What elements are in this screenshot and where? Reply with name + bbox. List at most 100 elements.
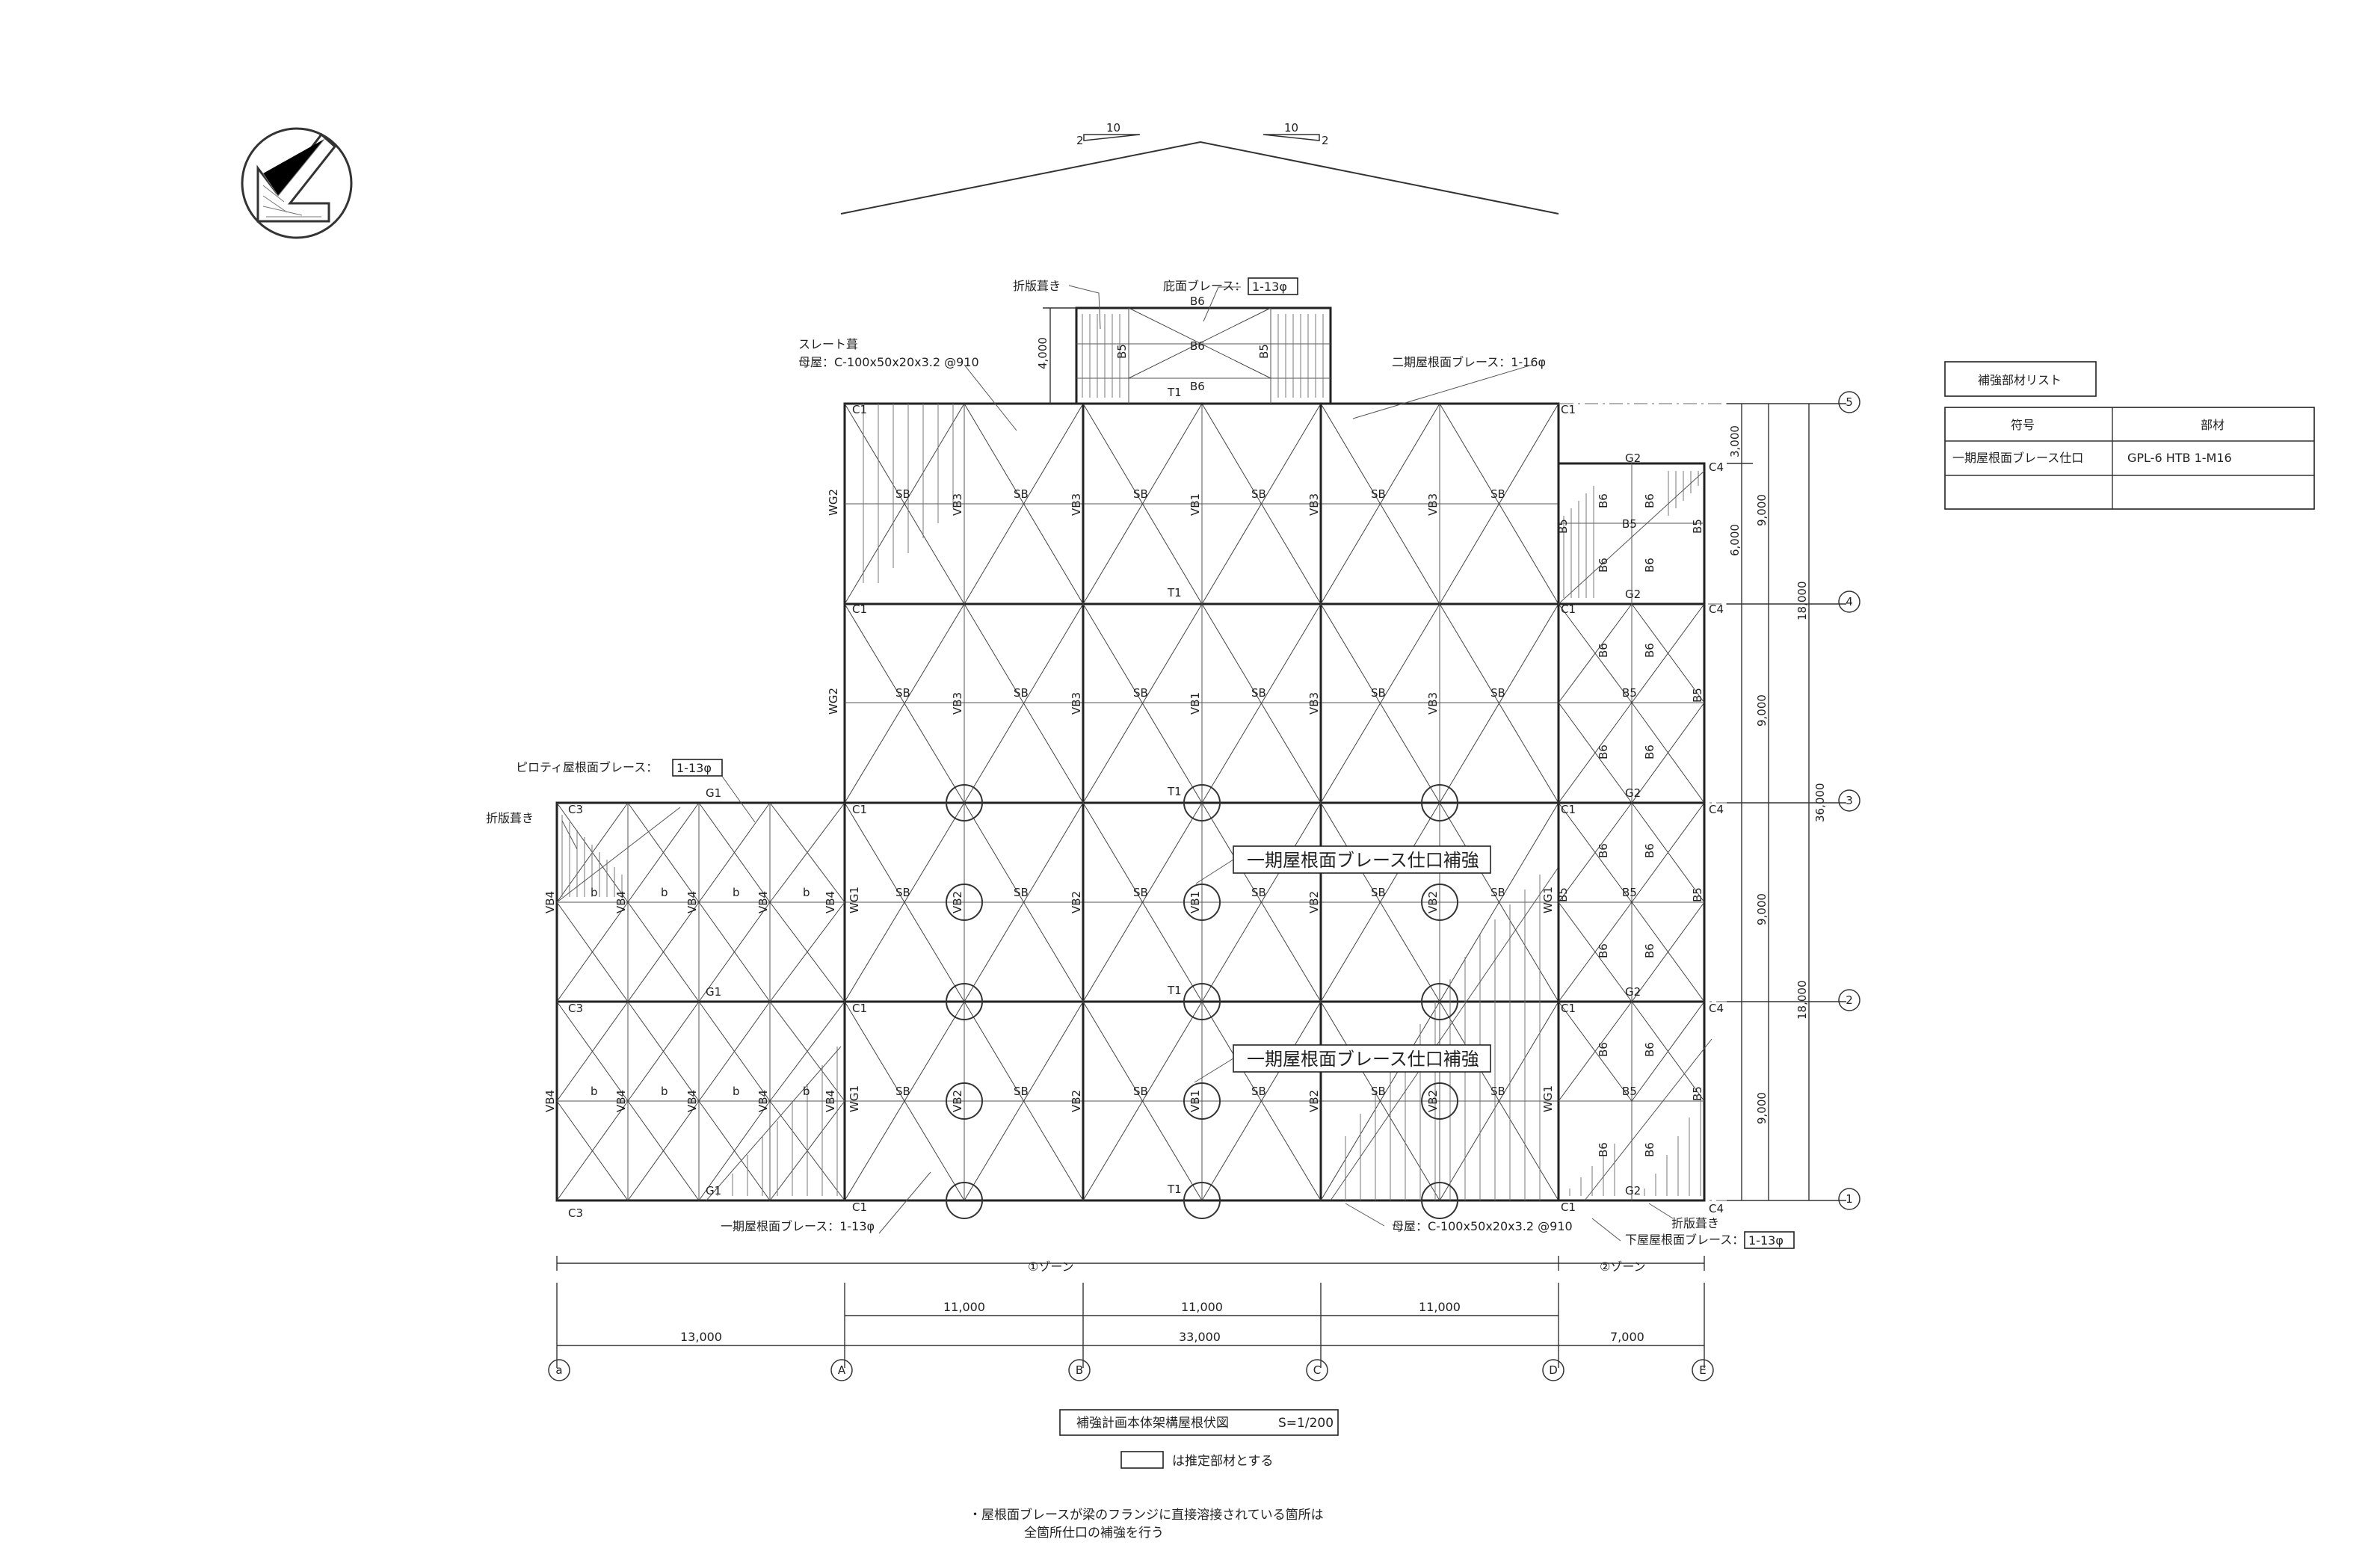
member-t1: T1	[1167, 984, 1182, 997]
member-wg1: WG1	[1541, 887, 1555, 913]
member-vb2: VB2	[951, 1090, 964, 1112]
member-vb4: VB4	[685, 891, 699, 913]
member-sb: SB	[1490, 487, 1505, 501]
axis-C: C	[1313, 1363, 1321, 1377]
callout-purlin-top: 母屋：C-100x50x20x3.2 @910	[798, 355, 979, 369]
drawing-title: 補強計画本体架構屋根伏図	[1076, 1416, 1229, 1431]
member-wg2: WG2	[827, 489, 840, 516]
dim-b-4: 13,000	[680, 1330, 722, 1344]
member-b: b	[733, 1085, 740, 1098]
axis-a: a	[555, 1363, 562, 1377]
member-vb3: VB3	[1426, 692, 1440, 715]
roof-braces	[844, 403, 1559, 1201]
member-b6: B6	[1643, 1042, 1656, 1057]
callout-folded-roof-left: 折版葺き	[486, 811, 534, 825]
member-wg2: WG2	[827, 688, 840, 715]
reinforcement-circles	[946, 784, 1458, 1219]
member-sb: SB	[1371, 1085, 1386, 1098]
callout-purlin-bottom: 母屋：C-100x50x20x3.2 @910	[1392, 1219, 1573, 1233]
axis-bubbles-y	[1838, 391, 1860, 1210]
dim-b-6: 7,000	[1610, 1330, 1644, 1344]
member-b5: B5	[1691, 519, 1704, 534]
slope-right-rise: 2	[1322, 134, 1329, 147]
member-sb: SB	[895, 1085, 910, 1098]
table-header-member: 部材	[2201, 418, 2225, 432]
member-b: b	[661, 886, 668, 899]
member-b6: B6	[1597, 843, 1610, 858]
piloti-frame	[555, 801, 846, 1202]
callout-slate: スレート葺	[798, 337, 858, 351]
member-b6: B6	[1597, 1142, 1610, 1157]
member-b5: B5	[1691, 688, 1704, 703]
member-b6: B6	[1643, 744, 1656, 759]
member-vb3: VB3	[1070, 493, 1083, 516]
member-b6: B6	[1643, 643, 1656, 658]
member-b5: B5	[1691, 887, 1704, 902]
dim-r-7: 18,000	[1795, 582, 1809, 621]
member-c1: C1	[1561, 1002, 1576, 1015]
legend-note: は推定部材とする	[1172, 1454, 1274, 1469]
member-t1: T1	[1167, 785, 1182, 798]
callout-eave-brace-size: 1-13φ	[1252, 280, 1287, 294]
member-b6: B6	[1597, 744, 1610, 759]
callout-reinforce-1: 一期屋根面ブレース仕口補強	[1247, 850, 1479, 871]
member-sb: SB	[1251, 487, 1266, 501]
callout-eave-brace: 庇面ブレース：	[1163, 279, 1246, 293]
member-b: b	[661, 1085, 668, 1098]
member-c1: C1	[852, 403, 867, 416]
axis-4: 4	[1846, 595, 1853, 608]
member-b6: B6	[1190, 295, 1205, 308]
member-b6: B6	[1643, 558, 1656, 573]
member-vb3: VB3	[1307, 493, 1321, 516]
dim-r-9: 36,000	[1813, 783, 1827, 823]
member-g2: G2	[1625, 1184, 1641, 1197]
dim-r-1: 3,000	[1728, 425, 1742, 457]
member-sb: SB	[1251, 686, 1266, 700]
member-b: b	[591, 886, 598, 899]
member-vb4: VB4	[756, 1090, 770, 1112]
dim-b-3: 11,000	[1419, 1300, 1461, 1314]
axis-bubbles-x	[548, 1359, 1714, 1381]
legend-swatch	[1120, 1451, 1164, 1469]
member-b6: B6	[1643, 493, 1656, 508]
member-b5: B5	[1622, 886, 1637, 899]
member-b6: B6	[1190, 380, 1205, 393]
member-sb: SB	[1014, 886, 1029, 899]
member-g2: G2	[1625, 985, 1641, 999]
member-sb: SB	[1371, 686, 1386, 700]
annex-frame	[1557, 462, 1712, 1202]
member-vb2: VB2	[951, 891, 964, 913]
member-b6: B6	[1643, 1142, 1656, 1157]
member-sb: SB	[1371, 487, 1386, 501]
member-c1: C1	[852, 803, 867, 816]
member-b5: B5	[1691, 1086, 1704, 1101]
zone-1-label: ①ゾーン	[1028, 1260, 1074, 1274]
member-c1: C1	[852, 1002, 867, 1015]
dim-r-5: 9,000	[1755, 893, 1769, 925]
dim-b-2: 11,000	[1181, 1300, 1223, 1314]
member-b5: B5	[1556, 519, 1570, 534]
member-b6: B6	[1597, 558, 1610, 573]
member-wg1: WG1	[848, 887, 861, 913]
callout-lower-brace-size: 1-13φ	[1748, 1233, 1784, 1248]
member-vb1: VB1	[1189, 1090, 1202, 1112]
member-vb2: VB2	[1426, 1090, 1440, 1112]
member-sb: SB	[1133, 886, 1148, 899]
member-c3: C3	[568, 1002, 583, 1015]
callout-piloti-brace-size: 1-13φ	[676, 761, 712, 775]
member-vb2: VB2	[1426, 891, 1440, 913]
member-b6: B6	[1643, 843, 1656, 858]
callout-reinforce-2: 一期屋根面ブレース仕口補強	[1247, 1049, 1479, 1070]
dim-b-1: 11,000	[943, 1300, 985, 1314]
member-c4: C4	[1709, 1002, 1724, 1015]
member-wg1: WG1	[848, 1085, 861, 1112]
reinforcement-table	[1944, 361, 2315, 510]
axis-5: 5	[1846, 395, 1853, 409]
table-title: 補強部材リスト	[1978, 373, 2062, 387]
member-vb4: VB4	[614, 891, 628, 913]
member-vb2: VB2	[1307, 891, 1321, 913]
member-vb1: VB1	[1189, 891, 1202, 913]
axis-B: B	[1076, 1363, 1083, 1377]
member-c4: C4	[1709, 602, 1724, 616]
member-b5: B5	[1556, 887, 1570, 902]
